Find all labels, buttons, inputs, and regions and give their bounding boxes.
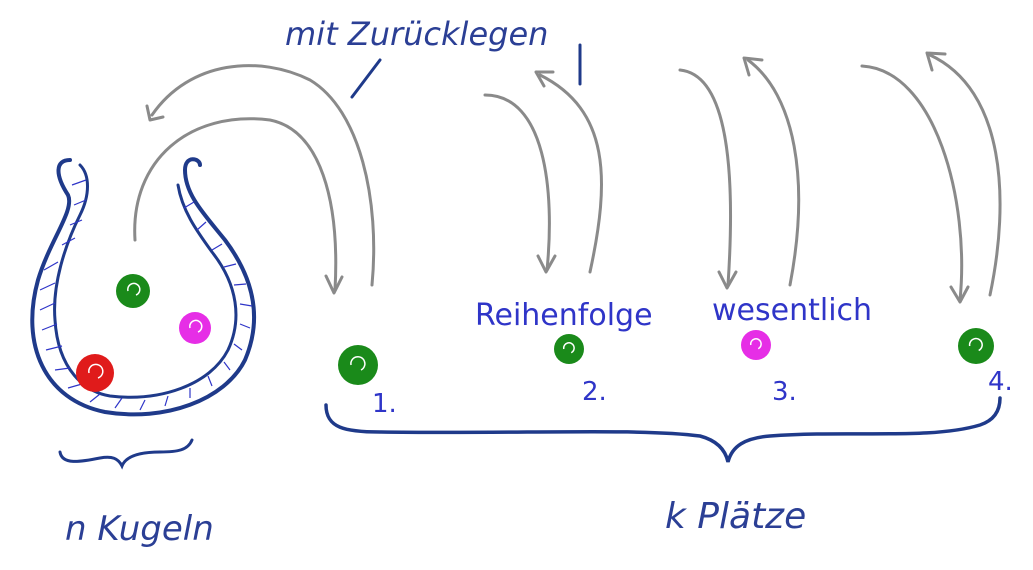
places-label: k Plätze <box>665 496 806 537</box>
order-note-1: Reihenfolge <box>475 298 653 333</box>
slot-balls <box>338 328 994 385</box>
slot-ball-1 <box>338 345 378 385</box>
balls-label: n Kugeln <box>65 509 214 549</box>
slot-number-3: 3. <box>772 377 797 407</box>
urn-ball-green <box>116 274 150 308</box>
slot-number-4: 4. <box>988 367 1013 397</box>
slot-numbers: 1. 2. 3. 4. <box>372 367 1013 419</box>
slot-number-2: 2. <box>582 377 607 407</box>
urn-ball-red <box>76 354 114 392</box>
note-pointers <box>350 43 582 99</box>
urn-brace-icon <box>58 438 194 470</box>
urn-ball-magenta <box>179 312 211 344</box>
top-note: mit Zurücklegen <box>285 15 548 53</box>
places-brace-icon <box>324 396 1002 463</box>
slot-ball-2 <box>554 334 584 364</box>
urn-icon <box>30 157 257 417</box>
slot-ball-3 <box>741 330 771 360</box>
slot-number-1: 1. <box>372 389 397 419</box>
return-arrows <box>133 51 1002 304</box>
order-note-2: wesentlich <box>712 293 872 328</box>
slot-ball-4 <box>958 328 994 364</box>
